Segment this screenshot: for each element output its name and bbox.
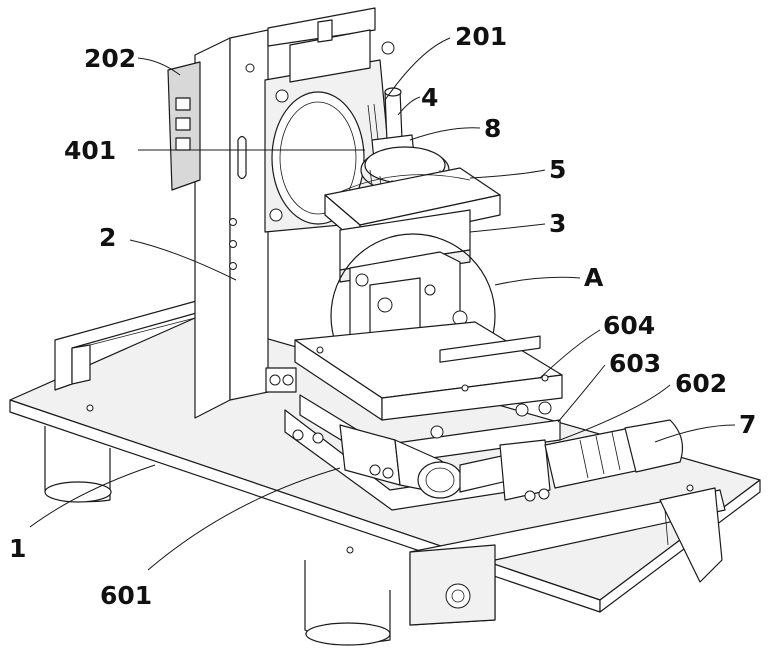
label-5: 5 [549, 155, 566, 184]
label-602: 602 [675, 369, 727, 398]
label-201: 201 [455, 22, 507, 51]
label-3: 3 [549, 209, 566, 238]
label-603: 603 [609, 349, 661, 378]
side-connector [168, 62, 200, 190]
label-7: 7 [739, 410, 756, 439]
label-604: 604 [603, 311, 655, 340]
label-202: 202 [84, 44, 136, 73]
label-401: 401 [64, 136, 116, 165]
label-601: 601 [100, 581, 152, 610]
label-1: 1 [9, 534, 26, 563]
label-8: 8 [484, 114, 501, 143]
label-A: A [584, 263, 604, 292]
label-2: 2 [99, 223, 116, 252]
label-4: 4 [421, 83, 438, 112]
